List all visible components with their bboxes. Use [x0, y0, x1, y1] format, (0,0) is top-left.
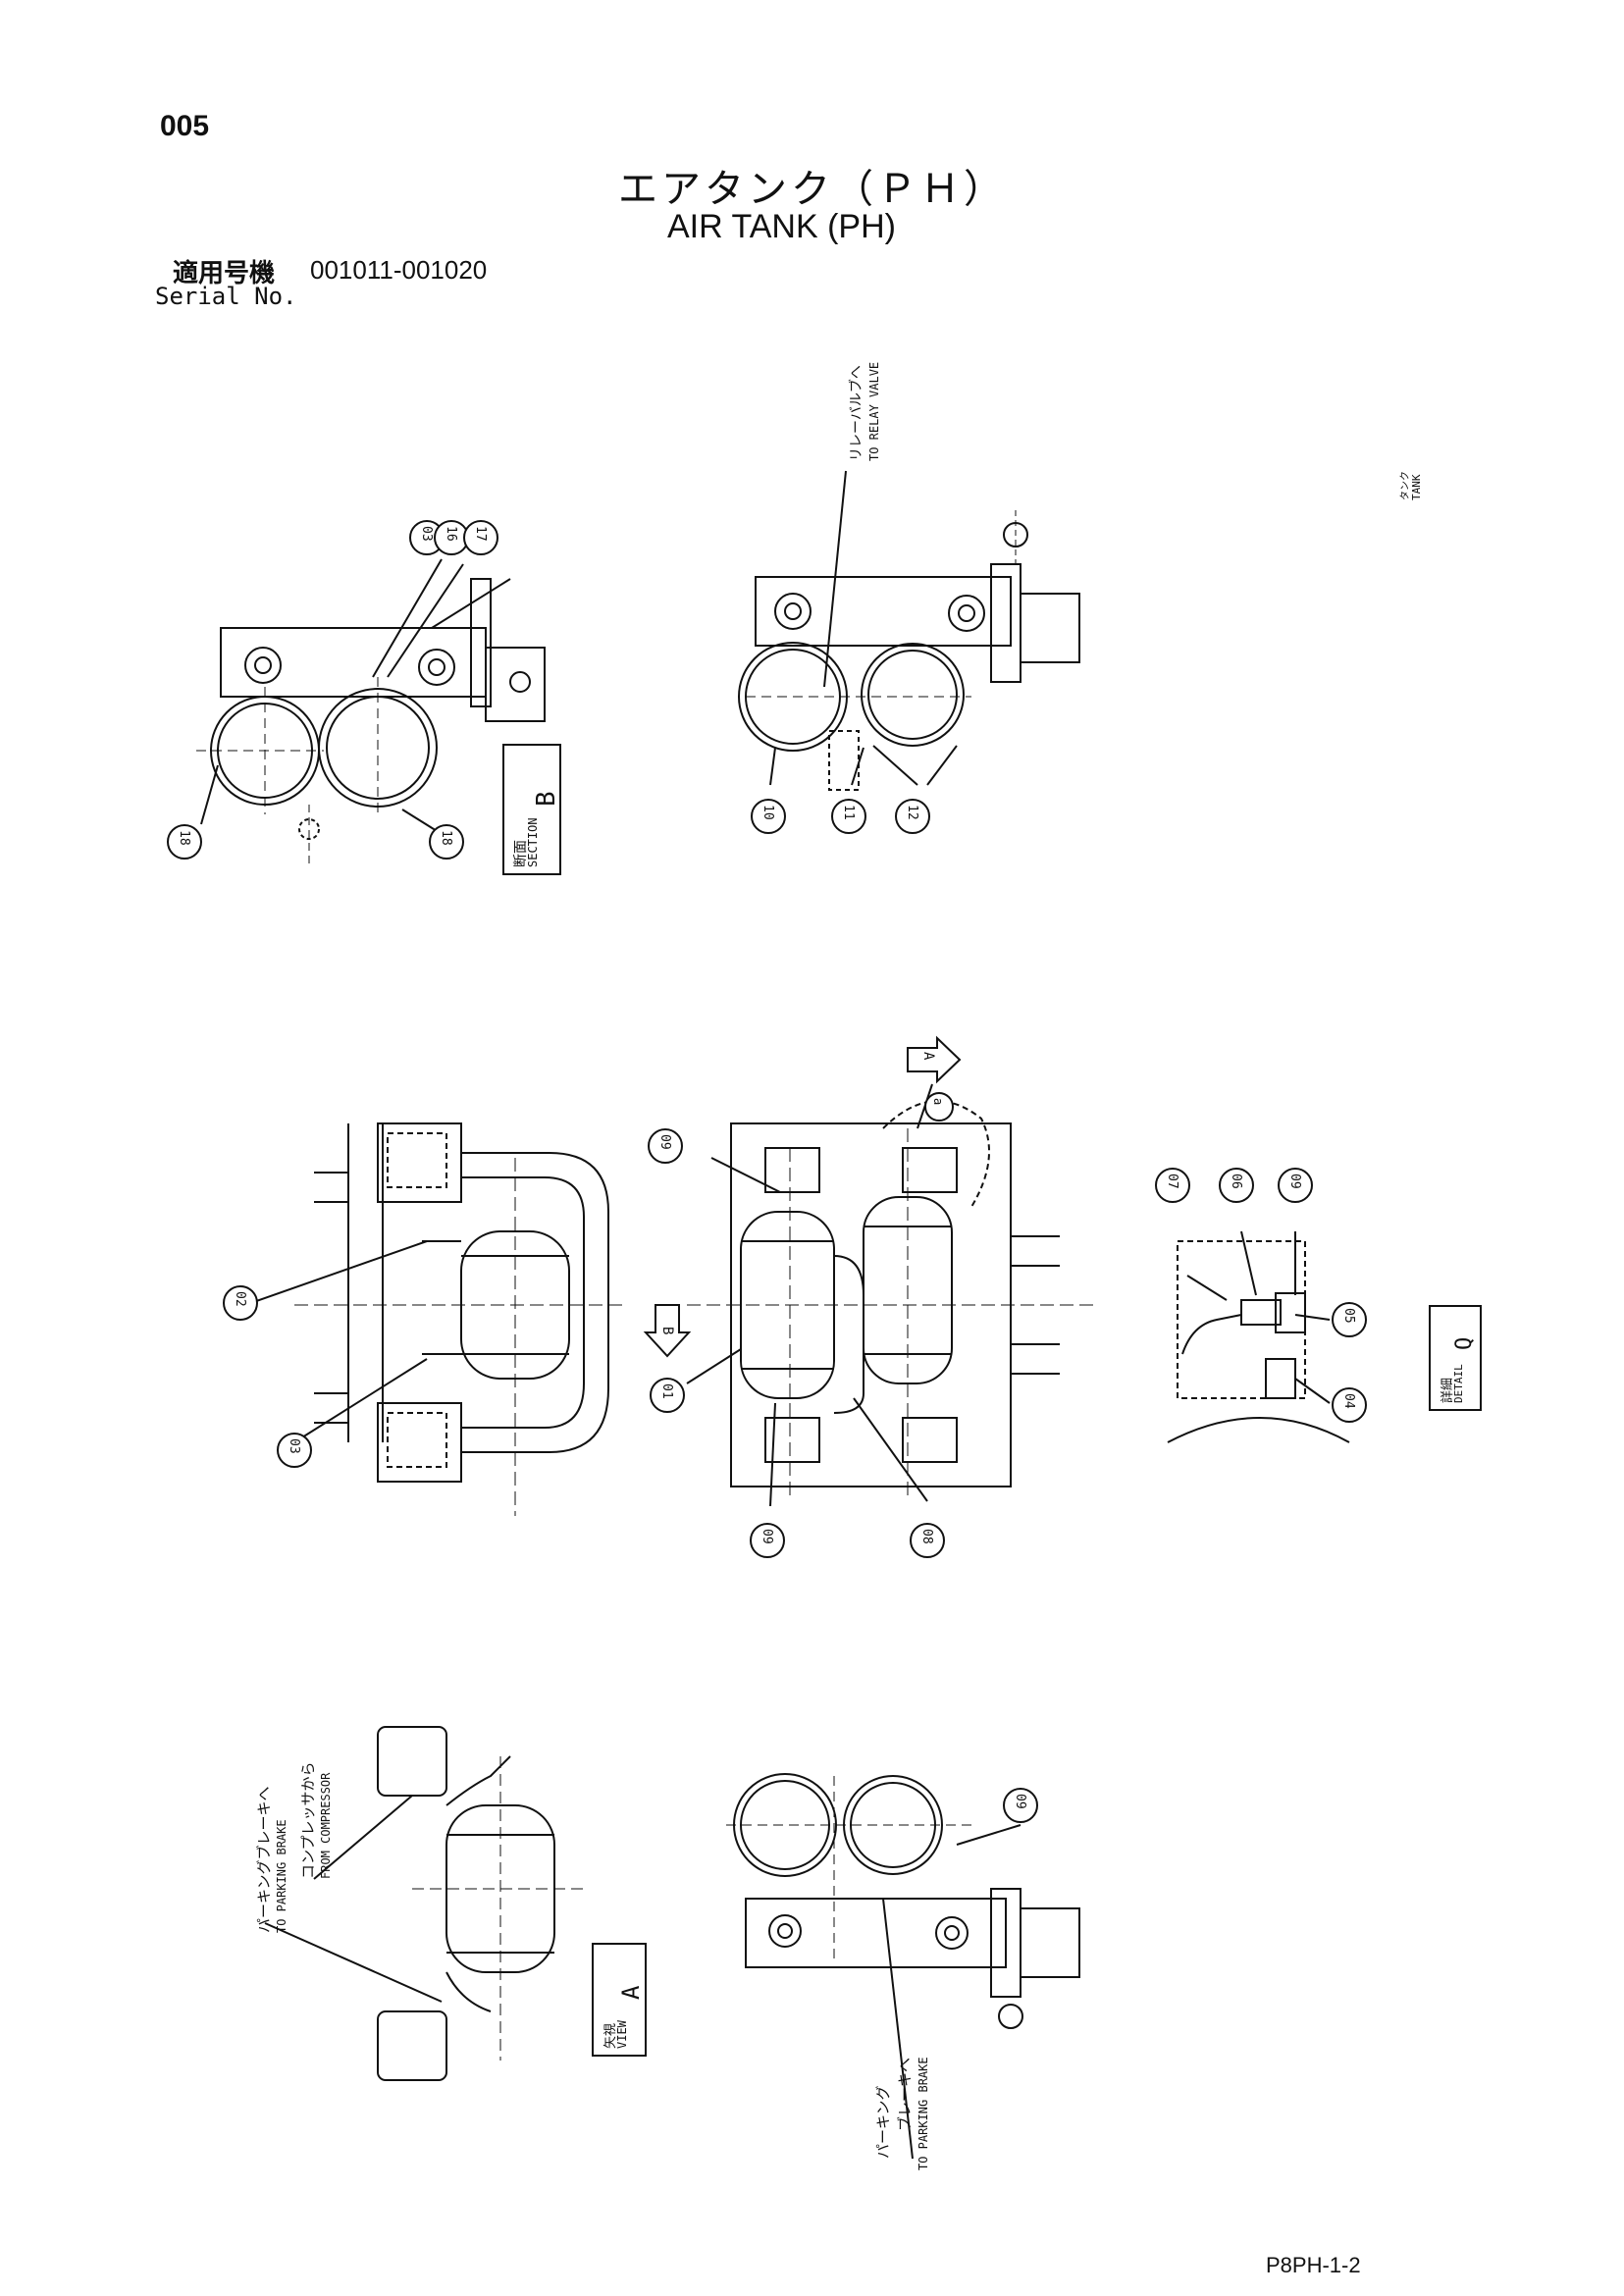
- callout-09-lower: 09: [760, 1529, 774, 1544]
- middle-center-view: [643, 1035, 1099, 1507]
- callout-06: 06: [1229, 1174, 1243, 1189]
- callout-16: 16: [444, 526, 458, 542]
- serial-range: 001011-001020: [310, 255, 488, 285]
- callout-07: 07: [1165, 1174, 1179, 1189]
- title-english: AIR TANK (PH): [667, 208, 896, 245]
- callout-02: 02: [233, 1291, 247, 1307]
- callout-09-bottom: 09: [1013, 1794, 1027, 1809]
- arrow-a-letter: A: [920, 1052, 936, 1061]
- serial-label-english: Serial No.: [155, 283, 297, 310]
- section-b-label: 断面 SECTION B: [502, 744, 561, 875]
- callout-03-top: 03: [419, 526, 434, 542]
- serial-label-japanese: 適用号機: [173, 259, 276, 288]
- callout-12: 12: [905, 805, 919, 820]
- callout-10: 10: [760, 805, 775, 820]
- callout-08: 08: [919, 1529, 934, 1544]
- callout-04: 04: [1341, 1393, 1356, 1409]
- arrow-b-letter: B: [659, 1327, 675, 1335]
- middle-left-view: [244, 1122, 628, 1516]
- callout-17: 17: [473, 526, 488, 542]
- callout-09-mid: 09: [657, 1134, 672, 1150]
- page-number: 005: [160, 110, 210, 142]
- callout-18-left: 18: [177, 830, 191, 846]
- view-a-label: 矢視 VIEW A: [592, 1943, 647, 2057]
- title-japanese: エアタンク（ＰＨ）: [618, 167, 1007, 212]
- bottom-center-view: [726, 1773, 1080, 2160]
- callout-bubbles: [167, 520, 1367, 1823]
- callout-18-right: 18: [439, 830, 453, 846]
- view-a-view: [264, 1726, 589, 2081]
- callout-01: 01: [659, 1383, 674, 1399]
- detail-q-view: [1167, 1230, 1350, 1443]
- detail-q-label: 詳細 DETAIL Q: [1429, 1305, 1482, 1411]
- callout-05: 05: [1341, 1308, 1356, 1324]
- drawing-code: P8PH-1-2: [1266, 2253, 1361, 2277]
- callout-03-mid: 03: [287, 1438, 301, 1454]
- top-right-view: [738, 470, 1080, 791]
- callout-11: 11: [841, 805, 856, 820]
- callout-a: a: [931, 1098, 945, 1106]
- section-b-view: [196, 558, 546, 863]
- callout-09-detail: 09: [1287, 1174, 1302, 1189]
